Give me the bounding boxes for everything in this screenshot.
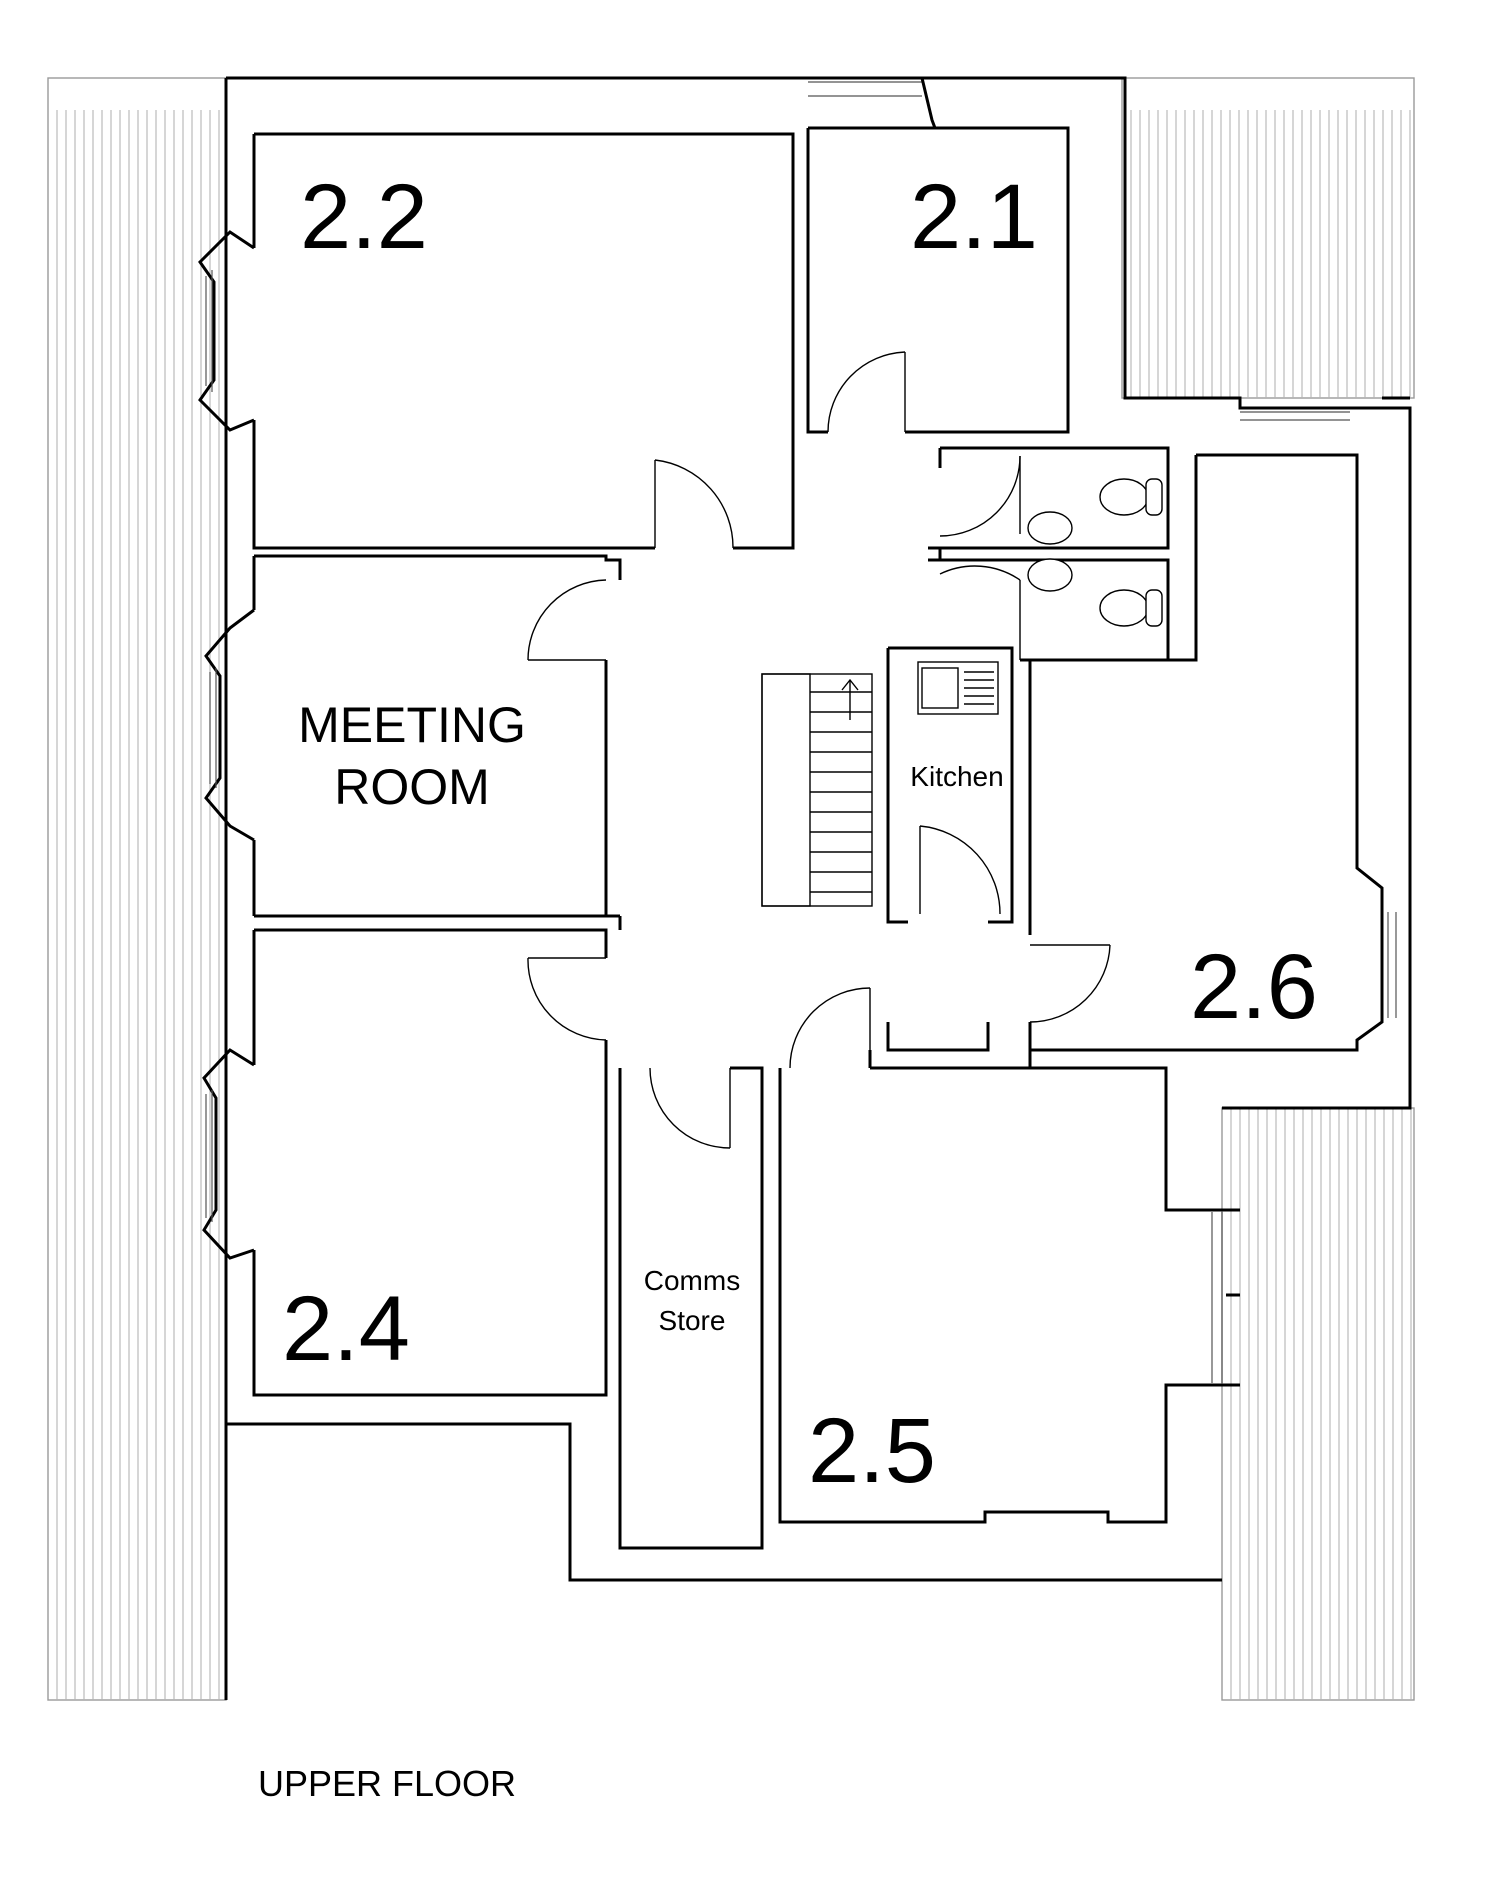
toilet-lower: [1099, 589, 1149, 627]
comms-store: [618, 1066, 764, 1550]
roof-hatching-top-right: [1121, 77, 1415, 399]
room-2-5: [778, 987, 1240, 1524]
room-label-comms-line2: Store: [659, 1305, 726, 1336]
room-2-4: [202, 928, 608, 1397]
kitchen: [886, 646, 1014, 924]
toilet-upper: [1099, 478, 1149, 516]
room-2-6: [1028, 396, 1410, 1052]
corridor: [606, 914, 1032, 1068]
room-2-1: [806, 77, 1070, 434]
basin-lower: [1027, 558, 1073, 592]
staircase: [761, 673, 873, 907]
roof-hatching-left: [47, 77, 227, 1701]
room-label-comms-line1: Comms: [644, 1265, 740, 1296]
room-label-meeting-line2: ROOM: [334, 759, 490, 815]
outer-walls: [224, 76, 1412, 1700]
room-label-kitchen: Kitchen: [910, 761, 1003, 792]
room-label-2-4: 2.4: [282, 1278, 410, 1380]
room-label-meeting-line1: MEETING: [298, 697, 526, 753]
basin-upper: [1027, 511, 1073, 545]
room-2-2: [198, 132, 795, 550]
room-label-2-2: 2.2: [300, 166, 428, 268]
floor-title: UPPER FLOOR: [258, 1763, 516, 1804]
wc-block: [928, 446, 1170, 662]
room-label-2-1: 2.1: [910, 166, 1038, 268]
roof-hatching-bottom-right: [1221, 1107, 1415, 1701]
room-label-2-5: 2.5: [808, 1400, 936, 1502]
room-label-2-6: 2.6: [1190, 936, 1318, 1038]
